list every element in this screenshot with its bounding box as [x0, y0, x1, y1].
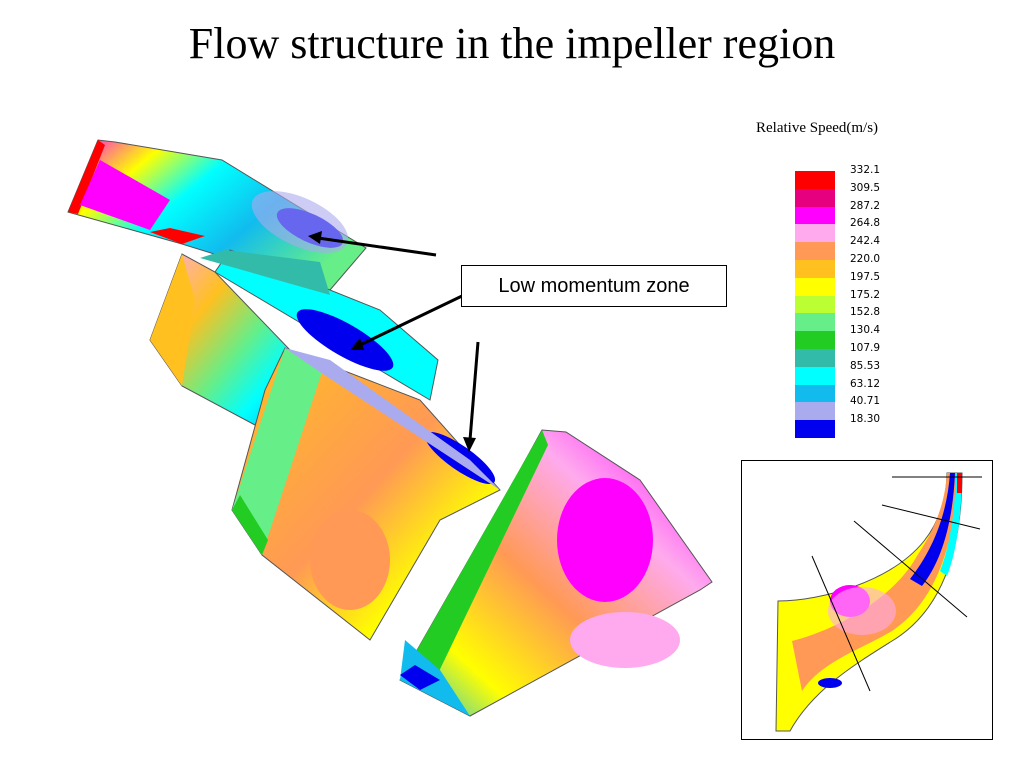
legend-label: 197.5: [850, 270, 881, 283]
legend-swatch: [795, 402, 835, 421]
legend-label: 107.9: [850, 341, 881, 354]
legend-swatch: [795, 188, 835, 207]
legend-label: 63.12: [850, 377, 881, 390]
legend-label: 40.71: [850, 395, 881, 408]
legend-label: 130.4: [850, 324, 881, 337]
legend-swatch: [795, 259, 835, 278]
legend-swatch: [795, 420, 835, 438]
legend-swatch: [795, 348, 835, 367]
meridional-contour: [775, 472, 982, 732]
legend-swatch: [795, 242, 835, 260]
legend-swatch: [795, 384, 835, 403]
legend-label: 152.8: [850, 306, 881, 319]
legend-label: 85.53: [850, 359, 881, 372]
page-title: Flow structure in the impeller region: [188, 19, 836, 68]
legend-label: 242.4: [850, 235, 881, 248]
legend-swatch: [795, 224, 835, 243]
legend-swatch: [795, 295, 835, 314]
legend-label: 220.0: [850, 252, 881, 265]
legend-label: 309.5: [850, 181, 881, 194]
blade-section-2: [149, 249, 439, 426]
blade-section-3: [231, 347, 501, 641]
legend-swatch: [795, 277, 835, 296]
legend-label: 18.30: [850, 413, 881, 426]
legend-swatch: [795, 206, 835, 225]
legend-label: 287.2: [850, 199, 881, 212]
legend-swatch: [795, 331, 835, 349]
low-momentum-callout: Low momentum zone: [461, 265, 727, 307]
legend-label: 332.1: [850, 164, 881, 176]
legend-swatch: [795, 366, 835, 385]
legend-label: 264.8: [850, 217, 881, 230]
blade-section-4: [399, 429, 713, 717]
meridional-inset: [741, 460, 993, 740]
legend-label: 175.2: [850, 288, 881, 301]
legend-swatch: [795, 313, 835, 332]
legend-title: Relative Speed(m/s): [756, 120, 879, 136]
callout-arrows: [308, 231, 480, 452]
legend-swatch: [795, 171, 835, 189]
